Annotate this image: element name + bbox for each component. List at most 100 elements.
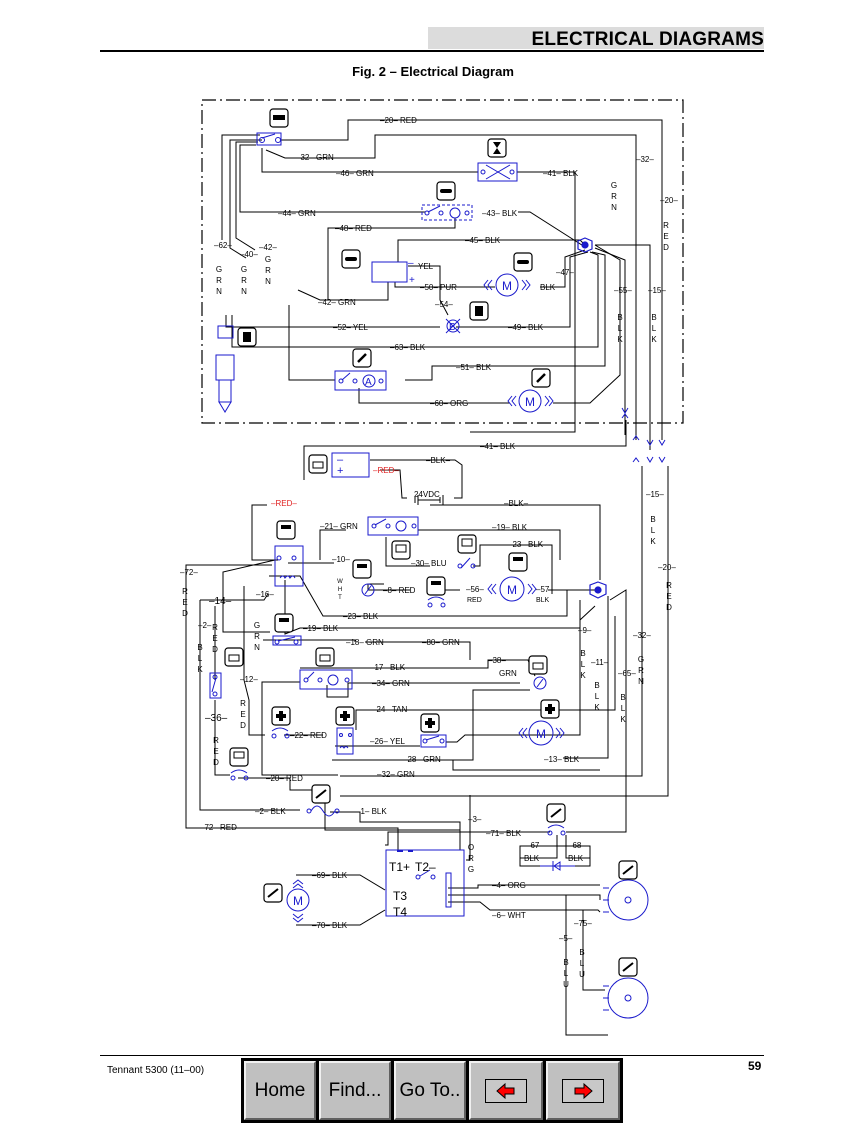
switch-21[interactable] [367,516,419,536]
lower-wires [185,420,669,1036]
wire-label: –15– [648,286,666,295]
find-button[interactable]: Find... [319,1061,391,1120]
wire-label: –68– [568,841,586,850]
wire-label: –30– BLU [411,559,447,568]
gauge-38 [533,676,547,690]
relay-plus: + [409,275,415,286]
wire-labels: –20– RED –32– GRN –46– GRN –41– BLK –44–… [180,116,678,943]
horn-icon [469,301,489,321]
ground-hub-upper [577,237,593,253]
wire-label: –6– WHT [492,911,526,920]
starter-icon [237,327,257,347]
home-button[interactable]: Home [244,1061,316,1120]
relay-yel[interactable] [371,261,408,283]
relay-icon-c [426,576,446,596]
battery-icon-b [224,647,244,667]
wire-label: –41– BLK [480,442,516,451]
wire-label: –65– [618,669,636,678]
terminal-t1: T1+ [389,860,410,874]
ground-hub-lower [589,581,607,599]
wire-label: –34– GRN [372,679,410,688]
wire-label: –57– [536,585,554,594]
light-icon-a [436,181,456,201]
wire-label: –42– GRN [318,298,356,307]
main-relay[interactable] [274,545,304,587]
switch-30[interactable] [457,557,476,569]
footer-rule [100,1055,764,1056]
wire-label: –5– [559,934,573,943]
connector-arrows [621,407,666,463]
motor-label-2: M [525,395,535,409]
navigation-bar: Home Find... Go To.. [241,1058,623,1123]
wire-label: –15– [646,490,664,499]
control-panel-boundary [201,99,684,424]
wire-label: –10– [332,555,350,564]
gauge-wht [361,583,375,597]
wire-label: –32– [633,631,651,640]
next-page-button[interactable] [546,1061,620,1120]
wire-label: –9– [578,626,592,635]
motor-controller[interactable] [385,849,465,917]
motor-org [507,389,554,413]
wire-label: –20– [660,196,678,205]
key-switch[interactable] [256,132,282,146]
document-reference: Tennant 5300 (11–00) [107,1065,205,1076]
wire-label: –71– BLK [486,829,522,838]
diode [540,861,575,871]
relay-icon-d [508,552,528,572]
fan-relay[interactable] [336,727,354,755]
wire-label: –8– RED [383,586,416,595]
brush-switch [547,824,566,836]
wire-label: –69– BLK [312,871,348,880]
wire-label: –19– BLK [303,624,339,633]
switch-43[interactable] [421,204,473,221]
light-icon-b [341,249,361,269]
vacuum-icon-a [391,540,411,560]
brush-icon-f [618,860,638,880]
figure-title: Fig. 2 – Electrical Diagram [352,64,514,79]
switch-36[interactable] [209,672,222,699]
wire-label: –54– [435,300,453,309]
wire-label: –20– RED [266,774,303,783]
motor-label-4: M [536,727,546,741]
wire-label: –51– BLK [456,363,492,372]
wire-label: –72– [180,568,198,577]
hourglass-icon [487,138,507,158]
goto-button[interactable]: Go To.. [394,1061,466,1120]
upper-wires [221,119,663,450]
wire-label: –14– [209,596,232,607]
wire-label: –18– GRN [346,638,384,647]
switch-19[interactable] [272,635,302,646]
wire-label: –70– BLK [312,921,348,930]
wire-label: –28– GRN [403,755,441,764]
fan-icon-a [271,706,291,726]
wire-label: –BLK– [504,499,529,508]
terminal-t3: T3 [393,889,407,903]
battery-icon-a [308,454,328,474]
wire-label: –12– [240,675,258,684]
circuit-breaker-8 [427,596,446,608]
wire-label: –1– BLK [356,807,387,816]
header-rule [100,50,764,52]
wire-label: –32– [636,155,654,164]
wire-label: –80– GRN [422,638,460,647]
brush-motor-a [603,879,649,921]
wire-label: GRN [499,669,517,678]
page-number: 59 [748,1059,762,1073]
battery-minus: – [337,454,344,466]
brush-icon-b [531,368,551,388]
ammeter-label: A [365,377,372,388]
switch-17[interactable] [299,669,353,690]
previous-page-button[interactable] [469,1061,543,1120]
arrow-left-icon [485,1078,527,1103]
ammeter-switch[interactable] [334,370,387,391]
switch-26[interactable] [420,734,447,748]
